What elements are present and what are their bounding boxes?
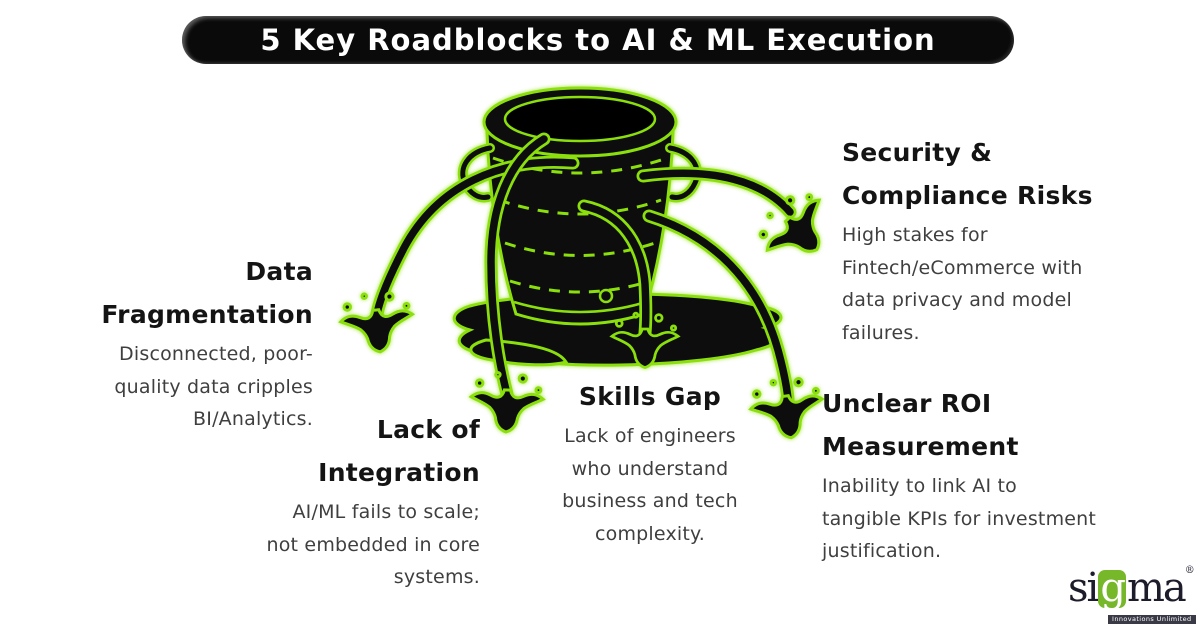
bucket-bottom-line	[513, 300, 647, 314]
roadblock-data-fragmentation: Data Fragmentation Disconnected, poor- q…	[33, 250, 313, 436]
roadblock-heading: Security & Compliance Risks	[842, 138, 1093, 210]
stream-to-security-compliance	[636, 166, 797, 219]
title-banner: 5 Key Roadblocks to AI & ML Execution	[182, 16, 1014, 64]
sigma-logo: sigma® Innovations Unlimited	[1068, 565, 1196, 624]
sigma-logo-wordmark: sigma®	[1068, 565, 1195, 611]
roadblock-heading: Unclear ROI Measurement	[822, 389, 1019, 461]
sigma-logo-g-badge: g	[1098, 565, 1126, 611]
roadblock-body: AI/ML fails to scale; not embedded in co…	[266, 501, 480, 588]
bucket	[457, 86, 703, 326]
bucket-rim-inner	[503, 95, 657, 143]
roadblock-body: Lack of engineers who understand busines…	[562, 425, 738, 545]
roadblock-body: High stakes for Fintech/eCommerce with d…	[842, 224, 1083, 344]
roadblock-lack-of-integration: Lack of Integration AI/ML fails to scale…	[200, 408, 480, 594]
roadblock-body: Inability to link AI to tangible KPIs fo…	[822, 475, 1097, 562]
stream-to-lack-of-integration	[484, 132, 551, 401]
page-title: 5 Key Roadblocks to AI & ML Execution	[260, 23, 936, 57]
roadblock-heading: Skills Gap	[578, 382, 722, 411]
bucket-hole	[598, 288, 614, 304]
stream-to-unclear-roi	[642, 209, 795, 406]
roadblock-security-compliance: Security & Compliance Risks High stakes …	[842, 131, 1112, 349]
roadblock-heading: Data Fragmentation	[101, 257, 313, 329]
registered-trademark-icon: ®	[1184, 565, 1195, 576]
roadblock-body: Disconnected, poor- quality data cripple…	[114, 343, 313, 430]
roadblock-unclear-roi: Unclear ROI Measurement Inability to lin…	[822, 382, 1142, 568]
roadblock-skills-gap: Skills Gap Lack of engineers who underst…	[540, 375, 760, 550]
stream-to-skills-gap	[577, 199, 653, 340]
sigma-logo-tagline: Innovations Unlimited	[1108, 614, 1196, 624]
roadblock-heading: Lack of Integration	[318, 415, 480, 487]
bucket-handle-right	[665, 143, 703, 203]
